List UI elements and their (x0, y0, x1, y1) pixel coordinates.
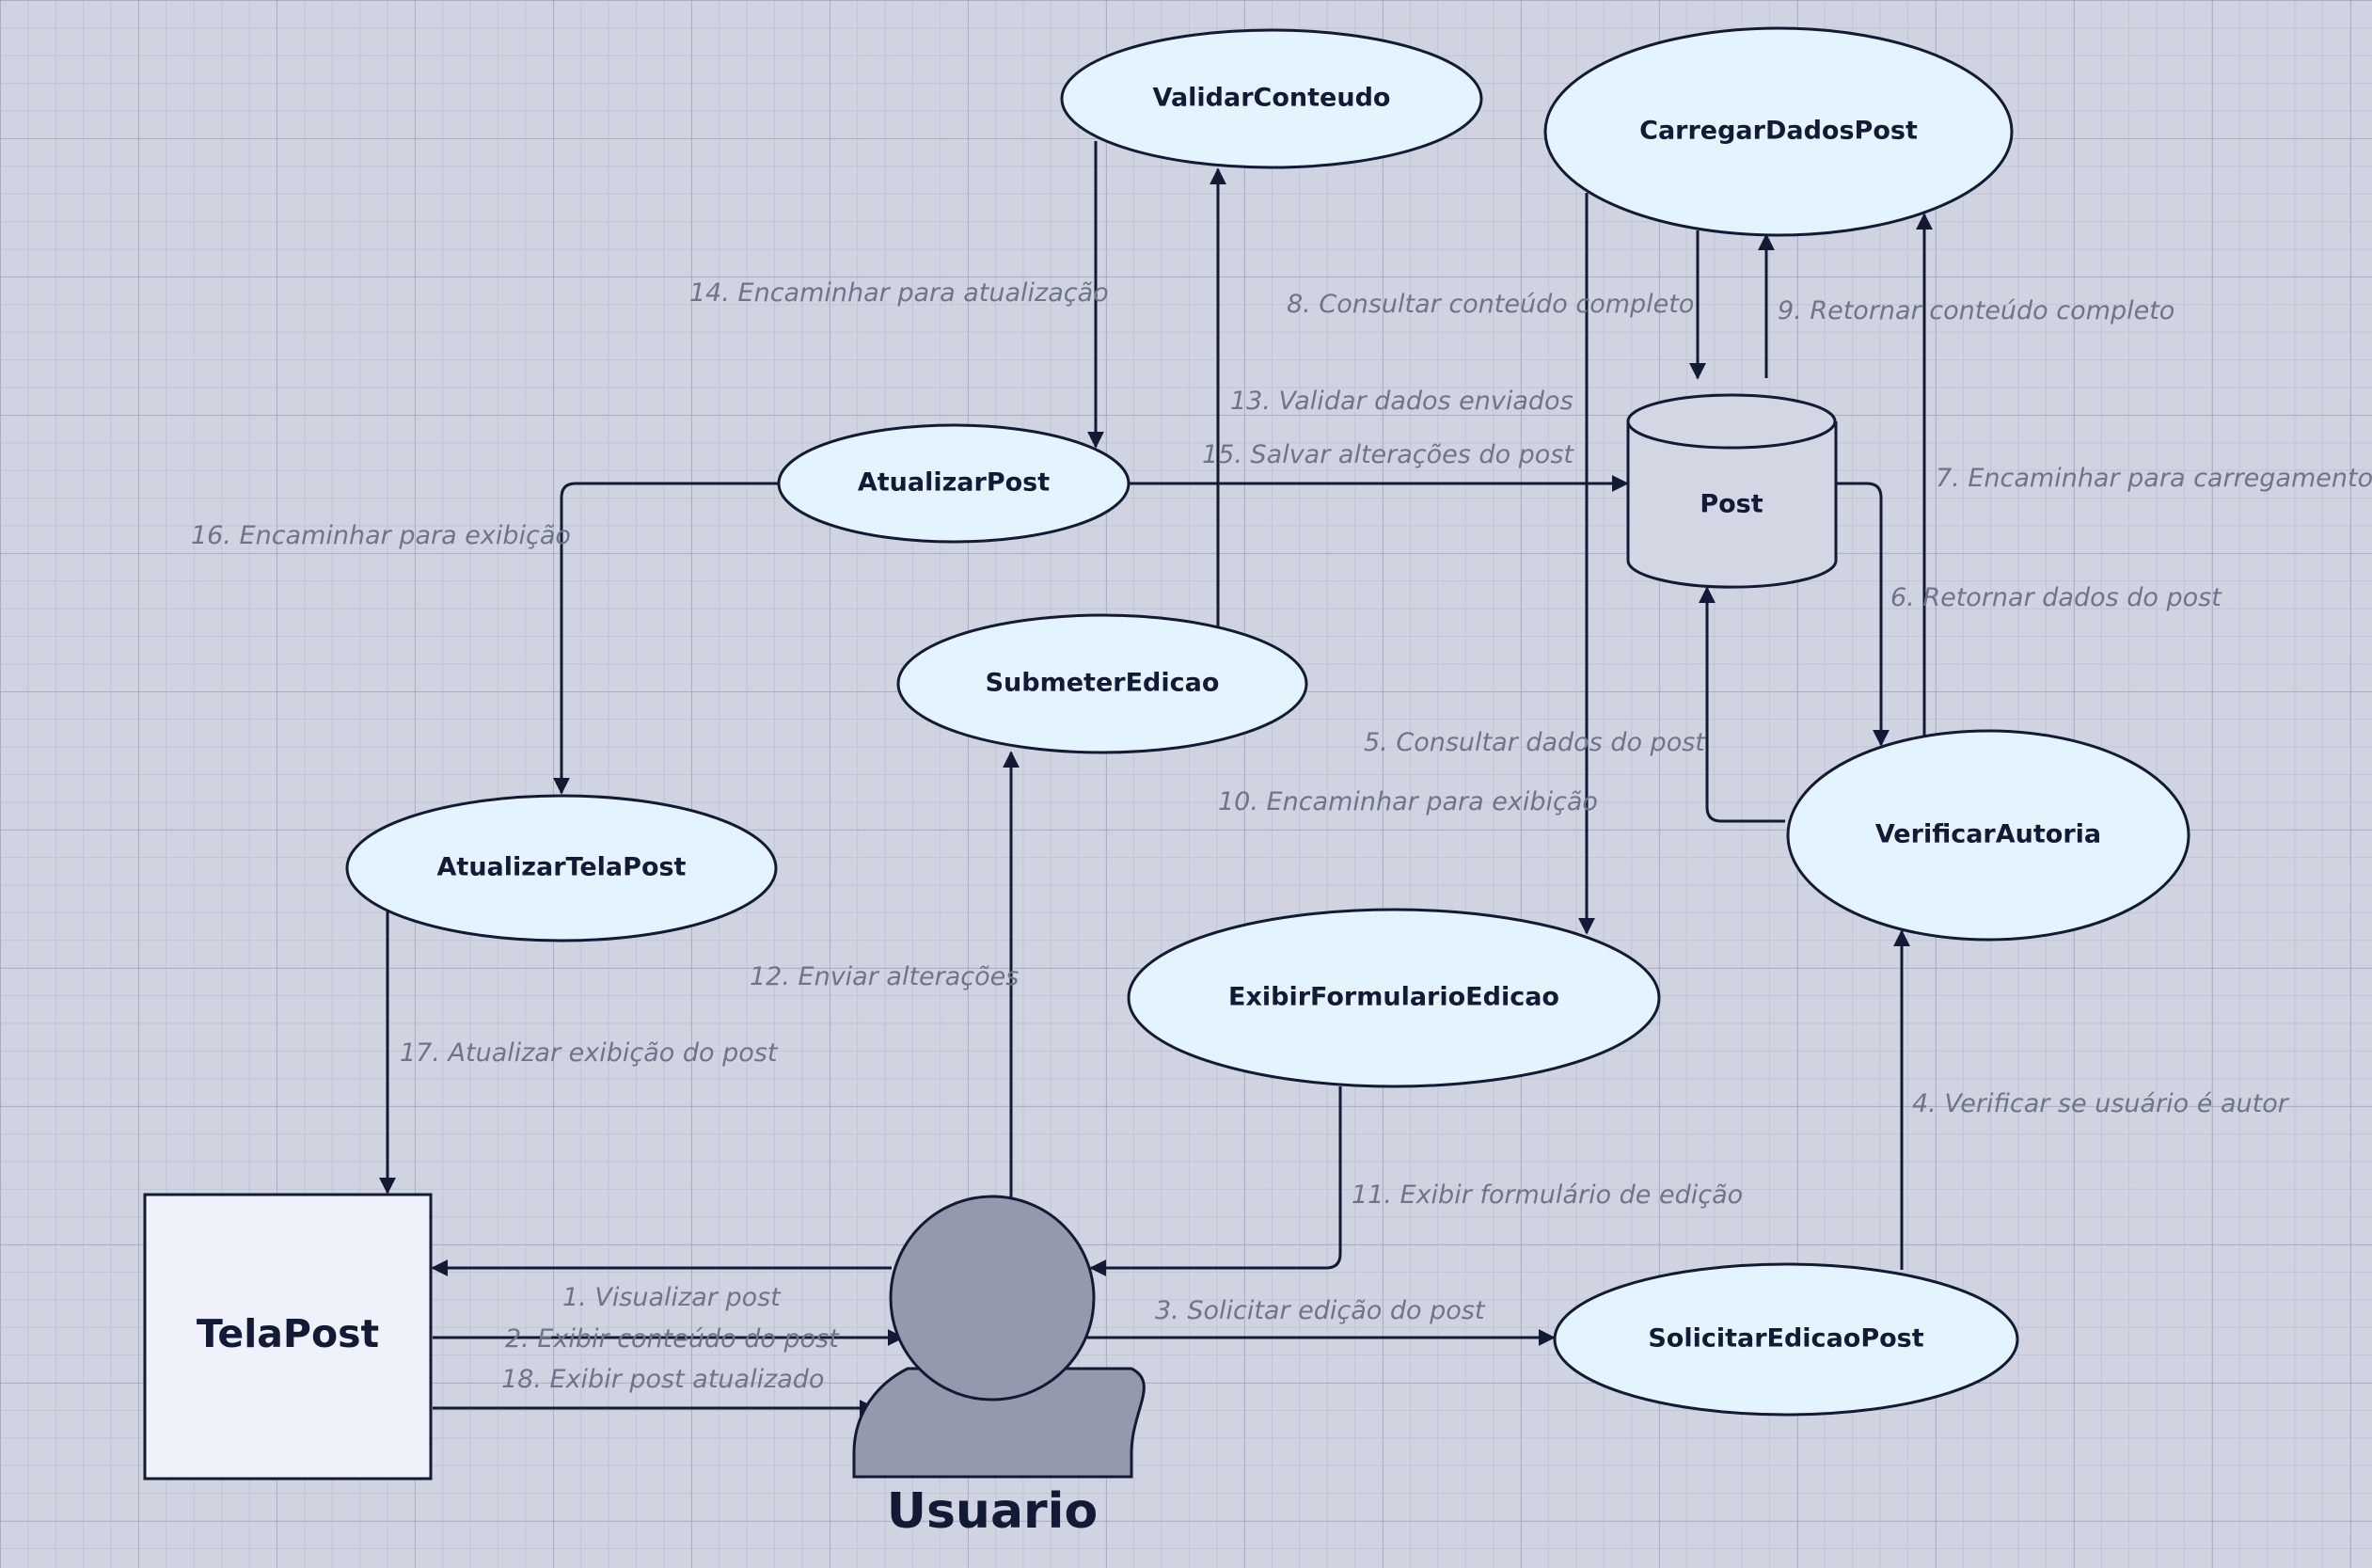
flow-labels: 1. Visualizar post 2. Exibir conteúdo do… (191, 278, 2372, 1394)
flow-18-label: 18. Exibir post atualizado (501, 1365, 824, 1394)
process-label: VerificarAutoria (1875, 820, 2101, 849)
flow-3-label: 3. Solicitar edição do post (1155, 1296, 1486, 1325)
flow-15-label: 15. Salvar alterações do post (1202, 440, 1574, 469)
process-label: SubmeterEdicao (986, 669, 1220, 698)
flow-17-label: 17. Atualizar exibição do post (400, 1038, 779, 1068)
entity-usuario[interactable]: Usuario (852, 1195, 1146, 1540)
process-validar-conteudo[interactable]: ValidarConteudo (1060, 28, 1483, 169)
flow-9-label: 9. Retornar conteúdo completo (1778, 296, 2174, 325)
flow-13-label: 13. Validar dados enviados (1230, 387, 1573, 416)
flow-5-edge (1699, 586, 1785, 823)
entity-tela-post[interactable]: TelaPost (143, 1193, 433, 1481)
flow-12-label: 12. Enviar alterações (750, 962, 1019, 991)
user-icon (852, 1367, 1146, 1479)
process-submeter-edicao[interactable]: SubmeterEdicao (896, 613, 1308, 754)
flow-6-edge (1836, 482, 1890, 747)
entity-label: Usuario (887, 1483, 1098, 1540)
process-label: ValidarConteudo (1153, 84, 1391, 113)
flow-6-label: 6. Retornar dados do post (1890, 583, 2222, 612)
edges (379, 141, 1933, 1417)
process-label: SolicitarEdicaoPost (1648, 1324, 1923, 1354)
flow-7-label: 7. Encaminhar para carregamento (1936, 464, 2372, 493)
datastore-label: Post (1700, 490, 1763, 519)
entity-label: TelaPost (197, 1311, 379, 1356)
process-atualizar-post[interactable]: AtualizarPost (777, 423, 1131, 544)
flow-2-label: 2. Exibir conteúdo do post (505, 1324, 840, 1354)
process-exibir-formulario-edicao[interactable]: ExibirFormularioEdicao (1127, 908, 1661, 1088)
flow-11-label: 11. Exibir formulário de edição (1352, 1180, 1743, 1210)
flow-11-edge (1089, 1086, 1342, 1276)
flow-5-label: 5. Consultar dados do post (1364, 728, 1706, 757)
flow-4-label: 4. Verificar se usuário é autor (1912, 1089, 2290, 1118)
process-label: AtualizarPost (858, 468, 1050, 498)
flow-14-label: 14. Encaminhar para atualização (689, 278, 1109, 308)
datastore-post[interactable]: Post (1626, 393, 1838, 589)
flow-10-label: 10. Encaminhar para exibição (1218, 787, 1598, 816)
process-atualizar-tela-post[interactable]: AtualizarTelaPost (345, 794, 778, 942)
process-label: ExibirFormularioEdicao (1228, 983, 1559, 1012)
process-label: CarregarDadosPost (1639, 117, 1918, 146)
flow-16-label: 16. Encaminhar para exibição (191, 521, 571, 550)
flow-1-label: 1. Visualizar post (562, 1283, 782, 1312)
flow-16-edge (553, 482, 779, 795)
process-carregar-dados-post[interactable]: CarregarDadosPost (1543, 26, 2014, 237)
process-label: AtualizarTelaPost (437, 853, 687, 882)
process-solicitar-edicao-post[interactable]: SolicitarEdicaoPost (1553, 1262, 2019, 1417)
flow-8-label: 8. Consultar conteúdo completo (1287, 290, 1694, 319)
process-verificar-autoria[interactable]: VerificarAutoria (1786, 729, 2190, 942)
